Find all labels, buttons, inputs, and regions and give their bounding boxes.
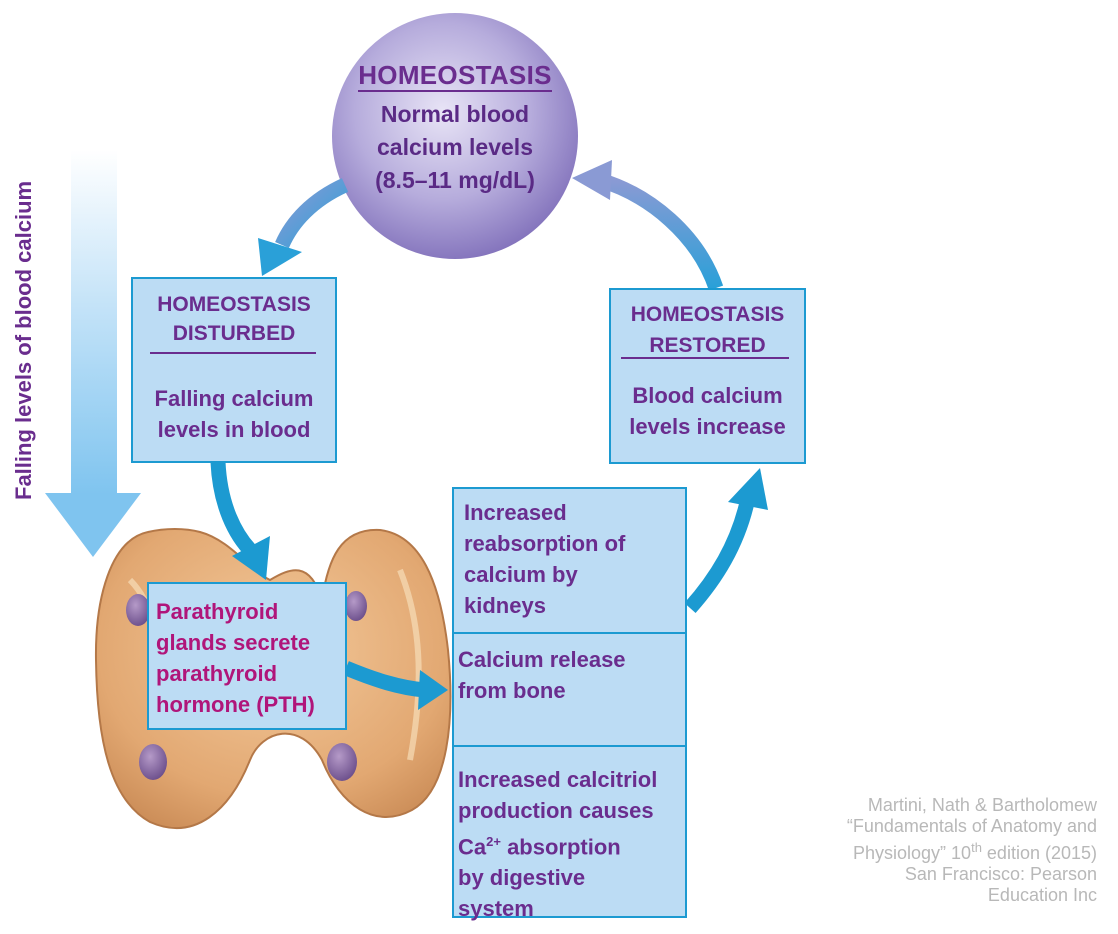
calcitriol-line-1: Increased calcitriol xyxy=(458,767,658,792)
arrow-to-disturbed xyxy=(258,178,349,276)
credit-line-2: “Fundamentals of Anatomy and xyxy=(846,816,1097,836)
kidney-line-3: calcium by xyxy=(464,562,578,587)
gland-lower-right xyxy=(327,743,357,781)
arrow-to-effects xyxy=(343,661,448,710)
restored-title-2: RESTORED xyxy=(649,334,766,357)
calcitriol-effect-box: Increased calcitriol production causes C… xyxy=(452,745,687,921)
pth-line-4: hormone (PTH) xyxy=(156,692,315,717)
kidney-line-2: reabsorption of xyxy=(464,531,626,556)
calcitriol-line-4: by digestive xyxy=(458,865,586,891)
citation-credit: Martini, Nath & Bartholomew “Fundamental… xyxy=(777,795,1097,906)
disturbed-line-1: Falling calcium xyxy=(154,386,314,411)
arrow-to-pth xyxy=(210,461,270,580)
homeostasis-line-3: (8.5–11 mg/dL) xyxy=(375,167,535,193)
bone-line-2: from bone xyxy=(458,678,566,703)
pth-line-2: glands secrete xyxy=(156,630,311,655)
arrow-to-restored xyxy=(684,468,768,613)
gland-upper-left xyxy=(126,594,150,626)
restored-divider xyxy=(621,357,789,359)
disturbed-title-1: HOMEOSTASIS xyxy=(157,293,311,316)
disturbed-line-2: levels in blood xyxy=(157,417,311,442)
disturbed-title-2: DISTURBED xyxy=(172,322,296,345)
pth-box: Parathyroid glands secrete parathyroid h… xyxy=(147,582,347,730)
credit-line-1: Martini, Nath & Bartholomew xyxy=(867,795,1097,815)
gland-lower-left xyxy=(139,744,167,780)
calcitriol-line-2: production causes xyxy=(458,798,654,823)
homeostasis-text: HOMEOSTASIS Normal blood calcium levels … xyxy=(335,60,575,196)
credit-line-3: Physiology” 10th edition (2015) xyxy=(853,840,1097,863)
homeostasis-line-1: Normal blood xyxy=(380,101,530,127)
disturbed-divider xyxy=(150,352,316,354)
credit-line-4: San Francisco: Pearson xyxy=(904,864,1097,884)
pth-line-3: parathyroid xyxy=(156,661,278,686)
bone-line-1: Calcium release xyxy=(458,647,626,672)
kidney-line-4: kidneys xyxy=(464,593,546,618)
bone-effect-box: Calcium release from bone xyxy=(452,632,687,747)
homeostasis-sphere xyxy=(332,13,578,259)
kidney-effect-box: Increased reabsorption of calcium by kid… xyxy=(452,487,687,634)
gland-upper-right xyxy=(345,591,367,621)
calcitriol-line-5: system xyxy=(458,896,534,922)
falling-calcium-label: Falling levels of blood calcium xyxy=(11,180,36,500)
restored-box: HOMEOSTASIS RESTORED Blood calcium level… xyxy=(609,288,806,464)
restored-title-1: HOMEOSTASIS xyxy=(630,303,785,326)
calcitriol-line-3: Ca2+ absorption xyxy=(458,834,621,860)
homeostasis-line-2: calcium levels xyxy=(377,134,533,160)
credit-line-5: Education Inc xyxy=(987,885,1097,905)
restored-line-2: levels increase xyxy=(629,414,786,439)
falling-arrow xyxy=(45,150,141,557)
restored-line-1: Blood calcium xyxy=(632,383,783,408)
pth-line-1: Parathyroid xyxy=(156,599,279,624)
arrow-to-sphere xyxy=(572,160,724,291)
homeostasis-title: HOMEOSTASIS xyxy=(358,60,552,92)
kidney-line-1: Increased xyxy=(464,500,567,525)
disturbed-box: HOMEOSTASIS DISTURBED Falling calcium le… xyxy=(131,277,337,463)
